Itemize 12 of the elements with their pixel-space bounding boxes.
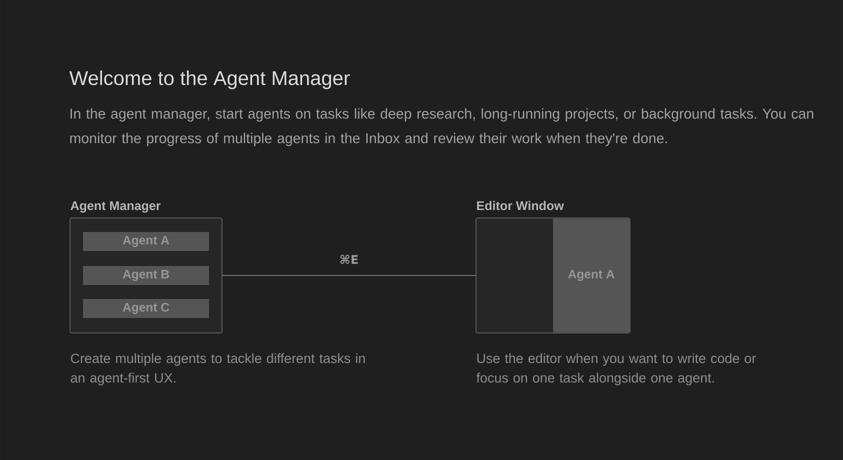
agent-bar: Agent B [83, 266, 209, 285]
node-description: Create multiple agents to tackle different tasks in an agent-first UX. [70, 353, 365, 386]
connector-line [222, 275, 476, 276]
node-description: Use the editor when you want to write code or focus on one task alongside one agent. [476, 353, 756, 386]
paragraph: In the agent manager, start agents on tasks like deep research, long-running projects, or background tasks. You can monitor the progress of multiple agents in the Inbox and review their work when they're done. [70, 108, 814, 146]
side-pane: Agent A [553, 218, 630, 332]
title: Welcome to the Agent Manager [69, 70, 350, 90]
panel-heading: Agent Manager [70, 201, 161, 213]
shortcut-label: ⌘E [338, 253, 360, 266]
agent-bar: Agent C [83, 299, 209, 318]
panel-heading: Editor Window [477, 200, 564, 210]
agent-bar: Agent A [83, 232, 209, 251]
